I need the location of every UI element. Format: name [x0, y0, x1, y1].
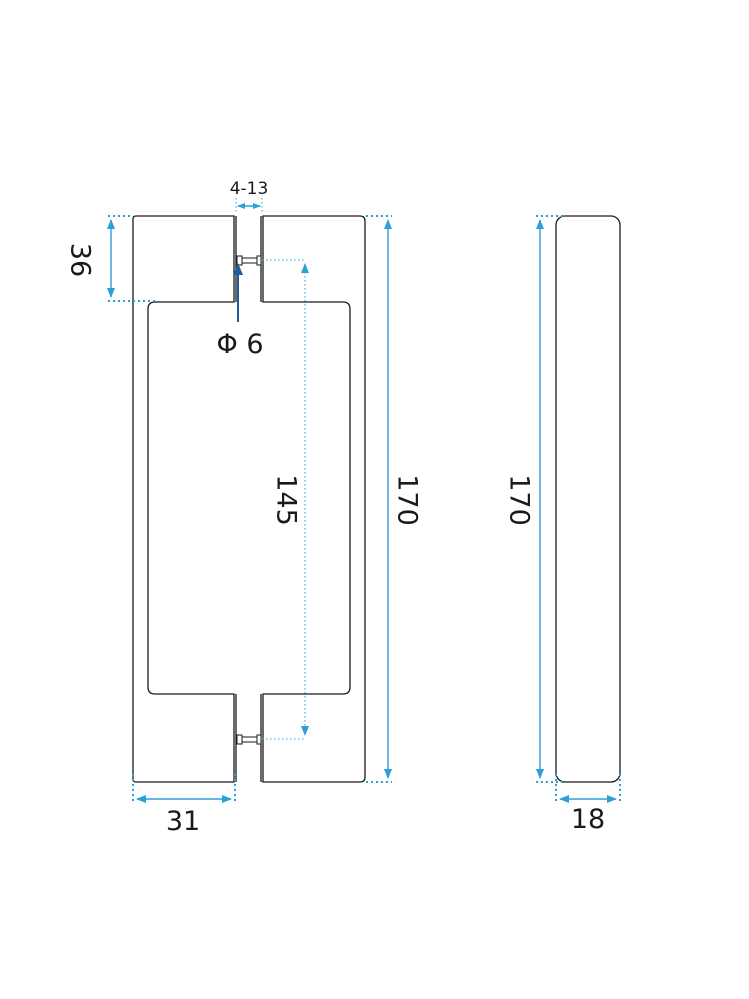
total-height-front-label: 170 [392, 474, 423, 526]
front-dimensions [107, 198, 392, 804]
front-view [132, 215, 366, 783]
lower-bolt-icon [236, 734, 262, 745]
handle-front-outline-right [262, 215, 366, 783]
side-view [555, 215, 621, 783]
hole-spec-label: 4-13 [230, 179, 269, 199]
post-width-label: 31 [166, 806, 200, 837]
handle-side-outline [555, 215, 621, 783]
handle-front-outline [132, 215, 235, 783]
depth-label: 18 [571, 804, 605, 835]
upper-bolt-icon [236, 255, 262, 266]
pin-diameter-label: Φ 6 [216, 329, 263, 360]
total-height-side-label: 170 [504, 474, 535, 526]
center-distance-label: 145 [271, 474, 302, 526]
post-height-label: 36 [65, 243, 96, 277]
side-dimensions [536, 215, 621, 804]
pin-diameter-arrowhead [233, 263, 243, 275]
